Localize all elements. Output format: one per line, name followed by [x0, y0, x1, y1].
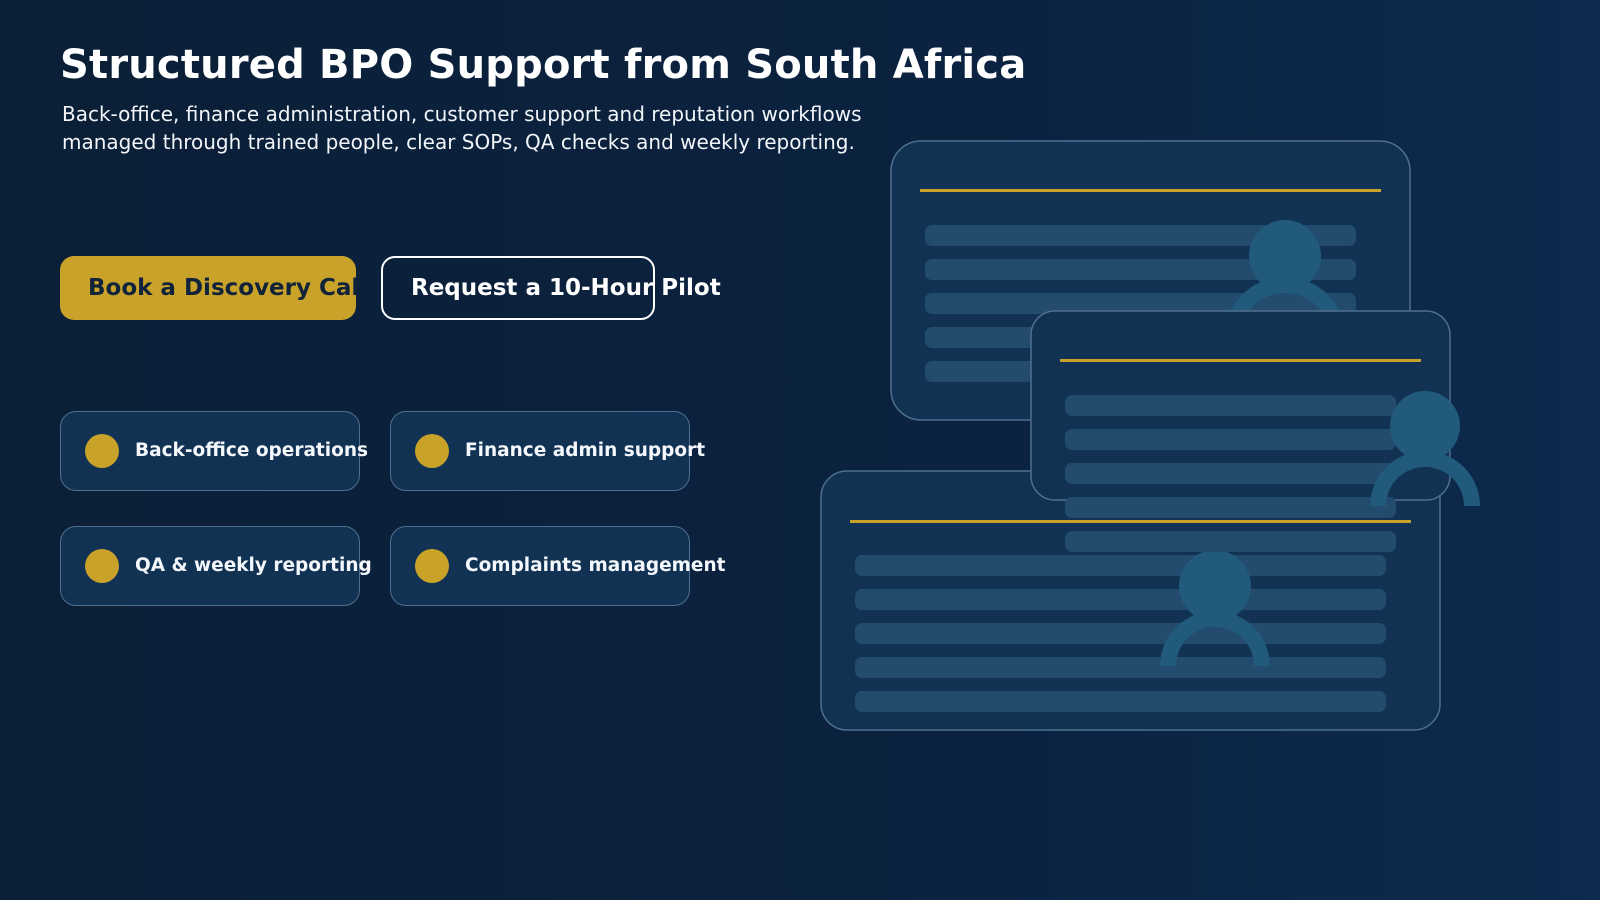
feature-label: Complaints management: [465, 555, 726, 576]
bullet-dot-icon: [415, 434, 449, 468]
card-accent-line: [1060, 359, 1421, 362]
feature-label: Back-office operations: [135, 440, 369, 461]
feature-chip-qa-reporting: QA & weekly reporting: [60, 526, 372, 606]
request-pilot-button[interactable]: Request a 10-Hour Pilot: [381, 256, 721, 320]
feature-label: Finance admin support: [465, 440, 706, 461]
page-subtitle: Back-office, finance administration, cus…: [62, 100, 861, 156]
bullet-dot-icon: [85, 434, 119, 468]
feature-label: QA & weekly reporting: [135, 555, 372, 576]
card-accent-line: [920, 189, 1381, 192]
card-accent-line: [850, 520, 1411, 523]
subtitle-line-2: managed through trained people, clear SO…: [62, 130, 855, 154]
bullet-dot-icon: [85, 549, 119, 583]
subtitle-line-1: Back-office, finance administration, cus…: [62, 102, 862, 126]
feature-chip-finance-admin: Finance admin support: [390, 411, 705, 491]
book-discovery-call-button[interactable]: Book a Discovery Call: [60, 256, 356, 320]
feature-chip-back-office: Back-office operations: [60, 411, 368, 491]
bullet-dot-icon: [415, 549, 449, 583]
profile-card-middle: [1030, 310, 1480, 552]
person-icon: [1370, 391, 1480, 507]
page-title: Structured BPO Support from South Africa: [60, 42, 1027, 88]
feature-chip-complaints: Complaints management: [390, 526, 725, 606]
person-icon: [1160, 550, 1270, 667]
